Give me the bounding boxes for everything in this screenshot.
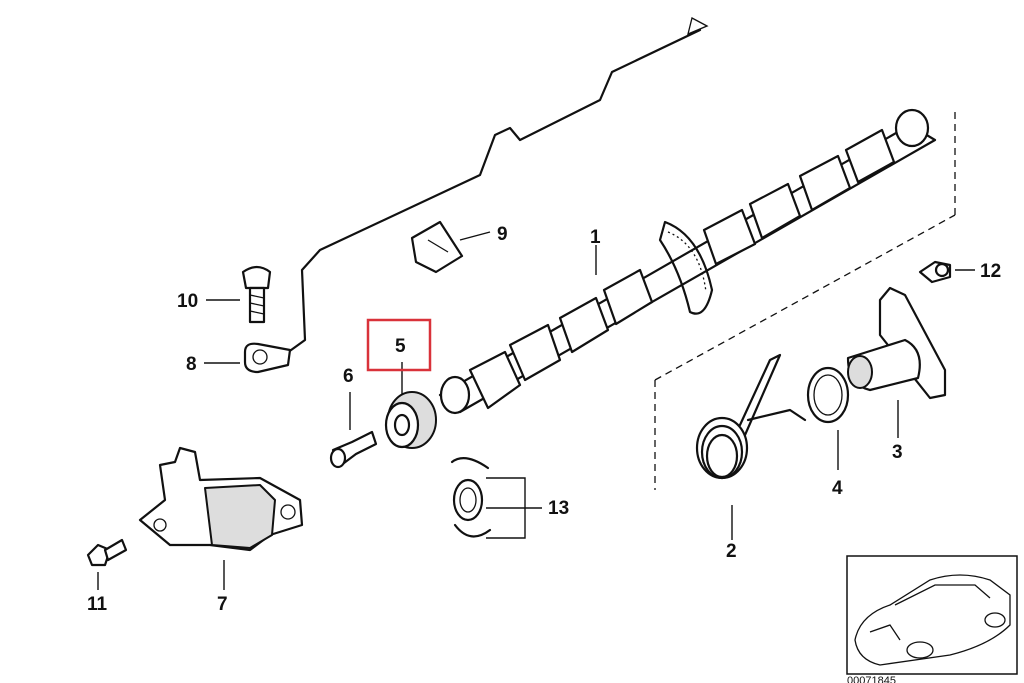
label-5: 5 (395, 336, 406, 357)
leader-lines (97, 231, 975, 590)
seal-ring-5 (384, 391, 437, 449)
housing-3 (846, 286, 947, 400)
label-3: 3 (892, 442, 903, 463)
screw-6 (329, 430, 378, 469)
assembly-frame (654, 112, 956, 490)
reference-code: 00071845 (847, 675, 896, 683)
split-bearing-13 (450, 457, 492, 538)
camshaft (438, 108, 937, 415)
label-1: 1 (590, 227, 601, 248)
oil-pipe (243, 17, 709, 374)
label-6: 6 (343, 366, 354, 387)
label-8: 8 (186, 354, 197, 375)
highlight-box (366, 318, 432, 372)
bolt-11 (86, 538, 128, 567)
label-12: 12 (980, 261, 1001, 282)
label-9: 9 (497, 224, 508, 245)
label-2: 2 (726, 541, 737, 562)
vehicle-thumbnail (846, 555, 1018, 675)
label-10: 10 (177, 291, 198, 312)
label-7: 7 (217, 594, 228, 615)
label-4: 4 (832, 478, 843, 499)
sensor-7 (138, 446, 304, 552)
bracket-clip (410, 220, 464, 274)
label-11: 11 (87, 594, 108, 615)
label-13: 13 (548, 498, 569, 519)
o-ring-4 (806, 366, 850, 424)
torsion-spring-2 (695, 353, 807, 480)
bolt-10 (241, 265, 272, 324)
bolt-12 (918, 260, 952, 284)
